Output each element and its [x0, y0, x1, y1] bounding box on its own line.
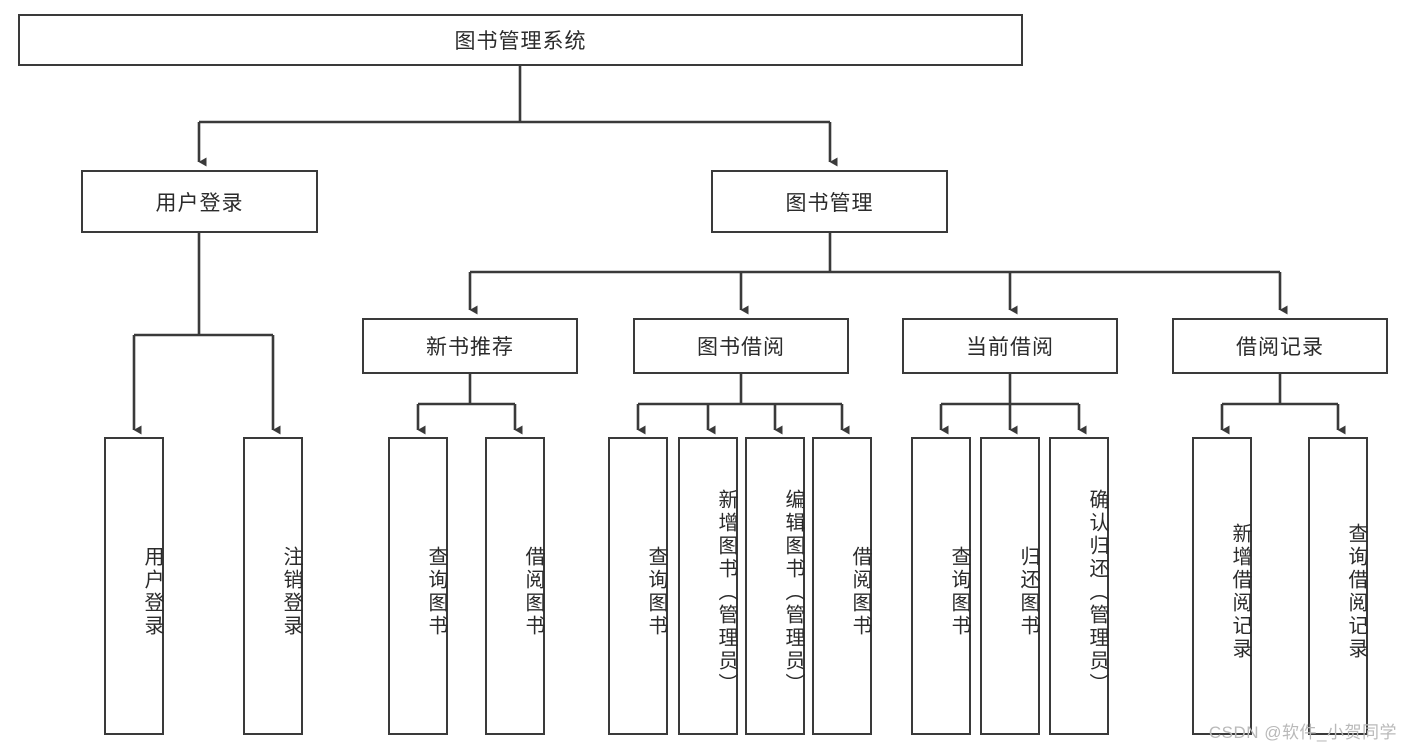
node-label: 查询借阅记录	[1345, 523, 1367, 661]
leaf-new-book-query-book[interactable]: 查询图书	[388, 437, 448, 735]
leaf-user-login-login[interactable]: 用户登录	[104, 437, 164, 735]
node-label: 借阅图书	[849, 546, 871, 638]
node-book-borrow[interactable]: 图书借阅	[633, 318, 849, 374]
leaf-borrow-record-query-record[interactable]: 查询借阅记录	[1308, 437, 1368, 735]
node-user-login[interactable]: 用户登录	[81, 170, 318, 233]
node-label: 图书管理	[785, 191, 874, 215]
leaf-borrow-record-add-record[interactable]: 新增借阅记录	[1192, 437, 1252, 735]
leaf-current-borrow-query-book[interactable]: 查询图书	[911, 437, 971, 735]
leaf-book-borrow-borrow-book[interactable]: 借阅图书	[812, 437, 872, 735]
node-borrow-record[interactable]: 借阅记录	[1172, 318, 1388, 374]
node-label: 归还图书	[1017, 546, 1039, 638]
node-new-book-recommend[interactable]: 新书推荐	[362, 318, 578, 374]
node-label: 查询图书	[645, 546, 667, 638]
leaf-book-borrow-add-book-admin[interactable]: 新增图书（管理员）	[678, 437, 738, 735]
node-label: 确认归还（管理员）	[1086, 488, 1108, 696]
node-label: 当前借阅	[966, 336, 1054, 359]
node-label: 新书推荐	[426, 336, 514, 359]
leaf-current-borrow-confirm-return-admin[interactable]: 确认归还（管理员）	[1049, 437, 1109, 735]
node-label: 查询图书	[425, 546, 447, 638]
node-label: 借阅记录	[1236, 336, 1324, 359]
node-label: 新增图书（管理员）	[715, 488, 737, 696]
node-label: 新增借阅记录	[1229, 523, 1251, 661]
leaf-current-borrow-return-book[interactable]: 归还图书	[980, 437, 1040, 735]
csdn-watermark: CSDN @软件_小贺同学	[1208, 723, 1397, 742]
leaf-book-borrow-query-book[interactable]: 查询图书	[608, 437, 668, 735]
node-current-borrow[interactable]: 当前借阅	[902, 318, 1118, 374]
node-label: 图书管理系统	[454, 30, 587, 53]
node-book-management[interactable]: 图书管理	[711, 170, 948, 233]
node-label: 注销登录	[280, 546, 302, 638]
node-label: 编辑图书（管理员）	[782, 488, 804, 696]
node-label: 借阅图书	[522, 546, 544, 638]
node-label: 用户登录	[141, 546, 163, 638]
leaf-new-book-borrow-book[interactable]: 借阅图书	[485, 437, 545, 735]
leaf-book-borrow-edit-book-admin[interactable]: 编辑图书（管理员）	[745, 437, 805, 735]
node-label: 图书借阅	[697, 336, 785, 359]
leaf-user-login-logout[interactable]: 注销登录	[243, 437, 303, 735]
node-label: 查询图书	[948, 546, 970, 638]
node-root-book-management-system[interactable]: 图书管理系统	[18, 14, 1023, 66]
node-label: 用户登录	[155, 191, 244, 215]
